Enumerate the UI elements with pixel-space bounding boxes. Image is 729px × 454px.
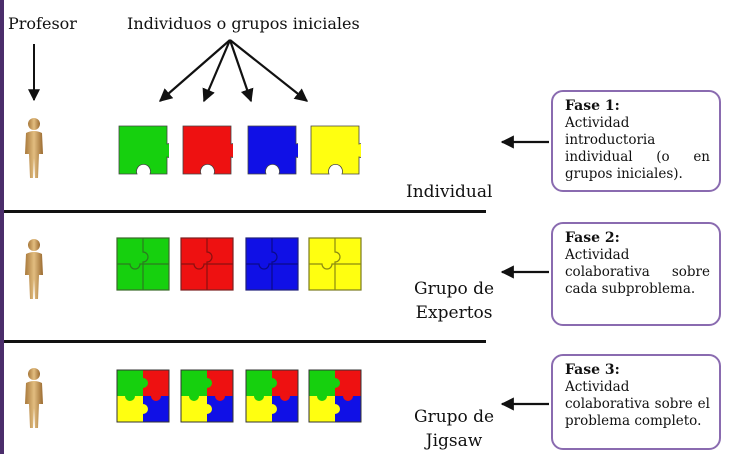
row-label-jigsaw: Grupo de Jigsaw xyxy=(414,407,495,451)
person-icon xyxy=(25,118,43,178)
row-divider-2 xyxy=(4,340,486,343)
phase-text: Actividad introductoria individual (o en… xyxy=(565,115,710,182)
expert-group-red xyxy=(180,237,234,291)
phase-text: Actividad colaborativa sobre cada subpro… xyxy=(565,247,710,297)
expert-group-yellow xyxy=(308,237,362,291)
expert-group-blue xyxy=(245,237,299,291)
phase-box-1: Fase 1: Actividad introductoria individu… xyxy=(551,90,721,192)
phase-box-3: Fase 3: Actividad colaborativa sobre el … xyxy=(551,354,721,450)
person-icon xyxy=(25,239,43,299)
phase-box-2: Fase 2: Actividad colaborativa sobre cad… xyxy=(551,222,721,326)
phase-title: Fase 1: xyxy=(565,98,620,114)
expert-group-green xyxy=(116,237,170,291)
phase-title: Fase 2: xyxy=(565,230,620,246)
row-label-expertos: Grupo de Expertos xyxy=(414,279,495,323)
jigsaw-group-2 xyxy=(180,369,234,423)
expert-groups xyxy=(116,237,362,291)
person-icon xyxy=(25,368,43,428)
left-edge-bar xyxy=(0,0,4,454)
row-label-individual: Individual xyxy=(406,182,493,202)
phase-title: Fase 3: xyxy=(565,362,620,378)
jigsaw-group-4 xyxy=(308,369,362,423)
individual-pieces xyxy=(118,125,361,175)
puzzle-piece-green xyxy=(118,125,169,175)
puzzle-piece-yellow xyxy=(310,125,361,175)
profesor-label: Profesor xyxy=(8,14,77,33)
jigsaw-group-1 xyxy=(116,369,170,423)
puzzle-piece-red xyxy=(182,125,233,175)
jigsaw-groups xyxy=(116,369,362,423)
individuos-label: Individuos o grupos iniciales xyxy=(127,14,360,33)
individuos-arrows xyxy=(159,39,309,103)
row-divider-1 xyxy=(4,210,486,213)
phase-text: Actividad colaborativa sobre el problema… xyxy=(565,379,710,429)
jigsaw-group-3 xyxy=(245,369,299,423)
puzzle-piece-blue xyxy=(247,125,298,175)
